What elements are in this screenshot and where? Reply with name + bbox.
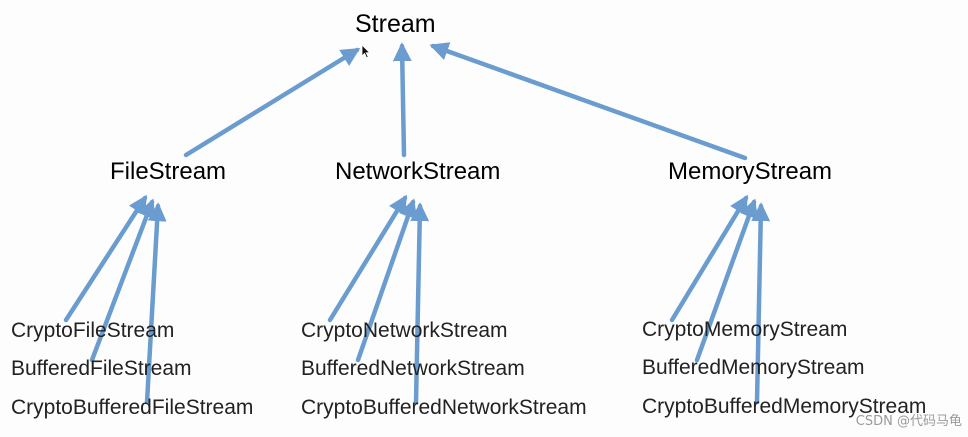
node-stream: Stream bbox=[355, 10, 436, 38]
arrow-cryptobufferedfilestream-to-filestream bbox=[144, 202, 167, 405]
arrow-cryptonetworkstream-to-networkstream bbox=[327, 194, 408, 323]
node-bufferedfilestream: BufferedFileStream bbox=[11, 357, 192, 380]
node-cryptobufferedmemorystream: CryptoBufferedMemoryStream bbox=[642, 395, 927, 418]
node-memorystream: MemoryStream bbox=[668, 158, 833, 185]
arrow-bufferednetworkstream-to-networkstream bbox=[355, 198, 417, 363]
arrow-bufferedfilestream-to-filestream bbox=[89, 198, 156, 363]
arrow-networkstream-to-stream bbox=[392, 42, 412, 158]
arrow-cryptobufferednetworkstream-to-networkstream bbox=[410, 202, 430, 405]
arrow-bufferedmemorystream-to-memorystream bbox=[694, 198, 758, 363]
node-bufferednetworkstream: BufferedNetworkStream bbox=[301, 357, 525, 380]
node-filestream: FileStream bbox=[110, 158, 227, 185]
arrow-cryptobufferedmemorystream-to-memorystream bbox=[751, 202, 771, 405]
node-bufferedmemorystream: BufferedMemoryStream bbox=[642, 356, 865, 379]
arrow-cryptomemorystream-to-memorystream bbox=[669, 194, 749, 323]
node-cryptobufferedfilestream: CryptoBufferedFileStream bbox=[11, 396, 254, 419]
watermark: CSDN @代码马龟 bbox=[855, 414, 962, 429]
arrow-memorystream-to-stream bbox=[429, 42, 748, 161]
node-cryptofilestream: CryptoFileStream bbox=[11, 319, 175, 342]
node-cryptobufferednetworkstream: CryptoBufferedNetworkStream bbox=[301, 396, 587, 419]
arrow-filestream-to-stream bbox=[183, 47, 361, 158]
node-cryptomemorystream: CryptoMemoryStream bbox=[642, 318, 848, 341]
mouse-cursor-icon bbox=[361, 44, 371, 59]
arrow-cryptofilestream-to-filestream bbox=[63, 194, 148, 323]
node-cryptonetworkstream: CryptoNetworkStream bbox=[301, 319, 508, 342]
node-networkstream: NetworkStream bbox=[335, 158, 501, 185]
